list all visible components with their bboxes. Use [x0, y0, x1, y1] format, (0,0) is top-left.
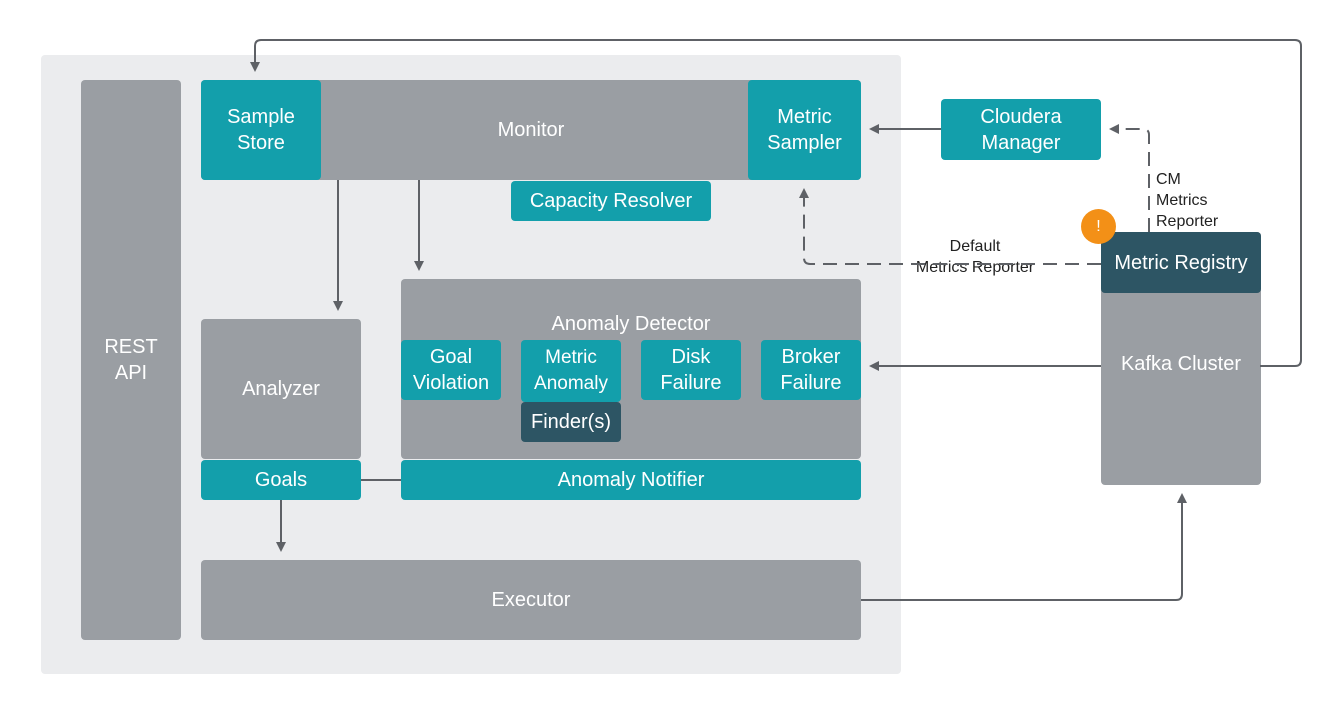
cm-metrics-reporter-note: CM Metrics Reporter [1156, 148, 1246, 232]
capacity-resolver-label: Capacity Resolver [529, 190, 693, 212]
finder-label: Finder(s) [530, 411, 611, 433]
metric-registry-block: Metric Registry [1101, 232, 1261, 293]
sample-store-block: Sample Store [201, 80, 321, 180]
cm-reporter-dashed-arrow [1109, 124, 1150, 232]
metric-sampler-block: Metric Sampler [748, 80, 861, 180]
executor-to-kafka-arrow [861, 493, 1187, 601]
executor-block: Executor [201, 560, 861, 640]
goal-violation-block: Goal Violation [401, 340, 501, 400]
analyzer-block: Analyzer [201, 319, 361, 459]
anomaly-notifier-block: Anomaly Notifier [401, 460, 861, 500]
anomaly-notifier-label: Anomaly Notifier [557, 469, 705, 491]
warning-badge-label: ! [1096, 217, 1101, 235]
rest-api-label: REST API [104, 336, 158, 384]
monitor-label: Monitor [497, 119, 565, 141]
analyzer-label: Analyzer [242, 378, 320, 400]
goals-block: Goals [201, 460, 361, 500]
rest-api-block: REST API [81, 80, 181, 640]
disk-failure-block: Disk Failure [641, 340, 741, 400]
capacity-resolver-block: Capacity Resolver [511, 181, 711, 221]
cm-metrics-reporter-label: CM Metrics Reporter [1156, 171, 1219, 230]
warning-icon: ! [1081, 209, 1116, 244]
broker-failure-block: Broker Failure [761, 340, 861, 400]
default-metrics-reporter-note: Default Metrics Reporter [895, 215, 1055, 278]
cloudera-manager-label: Cloudera Manager [980, 105, 1062, 154]
anomaly-detector-label: Anomaly Detector [551, 313, 711, 335]
goals-label: Goals [254, 469, 308, 491]
cloudera-manager-block: Cloudera Manager [941, 99, 1101, 160]
metric-registry-label: Metric Registry [1114, 251, 1248, 274]
broker-failure-label: Broker Failure [780, 346, 842, 394]
disk-failure-label: Disk Failure [660, 346, 722, 394]
goal-violation-label: Goal Violation [412, 346, 490, 394]
metric-sampler-label: Metric Sampler [767, 106, 842, 154]
default-reporter-dashed-arrow [799, 188, 1101, 265]
default-metrics-reporter-label: Default Metrics Reporter [915, 238, 1035, 276]
kafka-to-sample-store-arrow [250, 39, 1302, 367]
metric-anomaly-label: Metric Anomaly [534, 347, 608, 394]
executor-label: Executor [491, 589, 571, 611]
finder-block: Finder(s) [521, 402, 621, 442]
metric-anomaly-block: Metric Anomaly [521, 340, 621, 402]
sample-store-label: Sample Store [227, 106, 295, 154]
kafka-cluster-label: Kafka Cluster [1120, 352, 1242, 375]
